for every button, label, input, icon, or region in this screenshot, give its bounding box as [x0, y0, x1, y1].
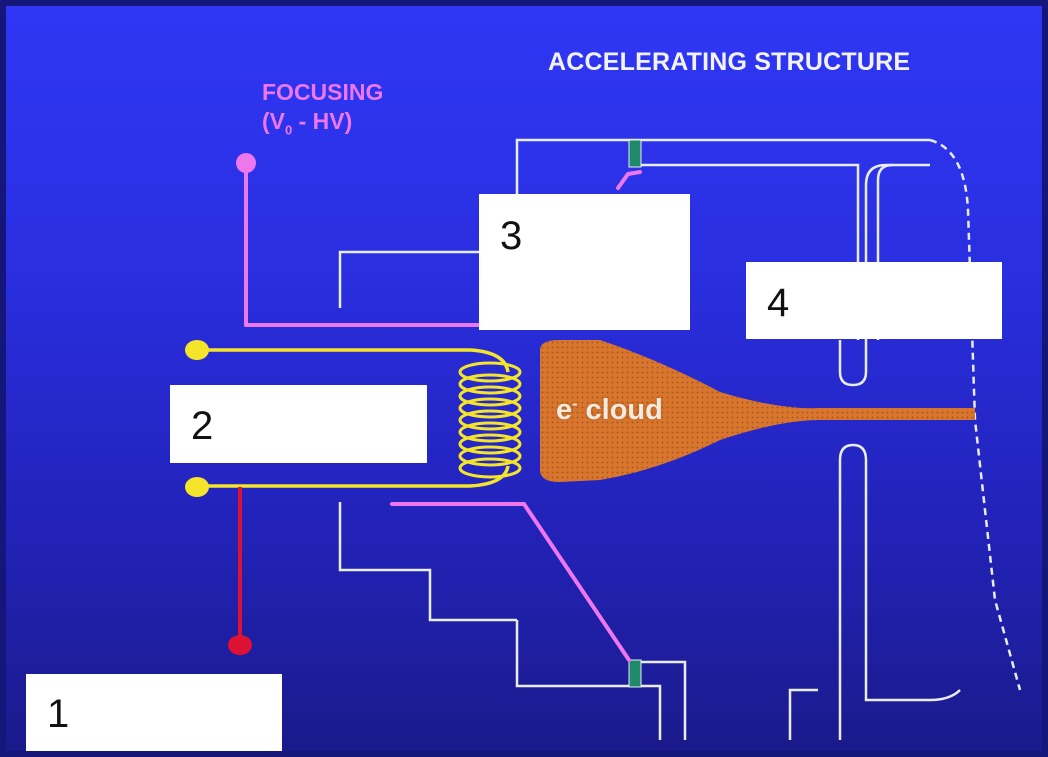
- focusing-hv: - HV): [292, 107, 353, 134]
- heater-wire-bottom: [198, 465, 510, 488]
- label-box-2[interactable]: 2: [170, 385, 427, 463]
- focusing-bar-bottom: [390, 502, 631, 662]
- right-inner-wall: [876, 163, 894, 340]
- gun-body-bottom: [338, 502, 517, 622]
- anode-top-outline: [515, 138, 930, 200]
- lower-right-channel: [640, 660, 687, 740]
- bottom-window: [628, 659, 642, 688]
- anode-bottom-outline: [515, 620, 662, 740]
- heater-circuit: [198, 348, 510, 488]
- lower-iris: [838, 443, 961, 740]
- cloud-word: cloud: [577, 394, 663, 426]
- focusing-v: (V: [262, 107, 285, 134]
- label-box-3-number: 3: [500, 214, 523, 258]
- upper-iris: [838, 163, 930, 387]
- cloud-superscript: -: [572, 395, 578, 413]
- accelerating-structure: [338, 138, 961, 740]
- focusing-electrode: [244, 163, 642, 662]
- accelerating-structure-label: ACCELERATING STRUCTURE: [548, 48, 911, 76]
- label-box-2-number: 2: [191, 404, 214, 448]
- lower-cell-wall: [788, 688, 818, 740]
- cloud-e: e: [556, 394, 573, 426]
- focusing-label-line2: (V0 - HV): [262, 107, 383, 139]
- focusing-terminal: [236, 153, 256, 173]
- heater-wire-top: [198, 348, 510, 373]
- focusing-cone-top: [616, 170, 642, 190]
- top-window: [628, 139, 642, 168]
- label-box-1[interactable]: 1: [26, 674, 282, 751]
- electron-cloud: [540, 340, 975, 482]
- focusing-subscript: 0: [285, 122, 293, 138]
- electron-cloud-label: e- cloud: [556, 394, 663, 427]
- label-box-1-number: 1: [47, 692, 70, 736]
- heater-terminal-top: [185, 340, 209, 360]
- label-box-4[interactable]: 4: [746, 262, 1002, 339]
- label-box-4-number: 4: [767, 281, 790, 325]
- cathode-terminal: [228, 635, 252, 655]
- heater-coil: [458, 361, 522, 479]
- gun-body-top: [338, 250, 480, 308]
- dashed-boundary: [929, 138, 1022, 691]
- label-box-3[interactable]: 3: [479, 194, 690, 330]
- heater-terminal-bottom: [185, 477, 209, 497]
- focusing-label-line1: FOCUSING: [262, 79, 384, 105]
- focusing-label: FOCUSING (V0 - HV): [262, 78, 383, 139]
